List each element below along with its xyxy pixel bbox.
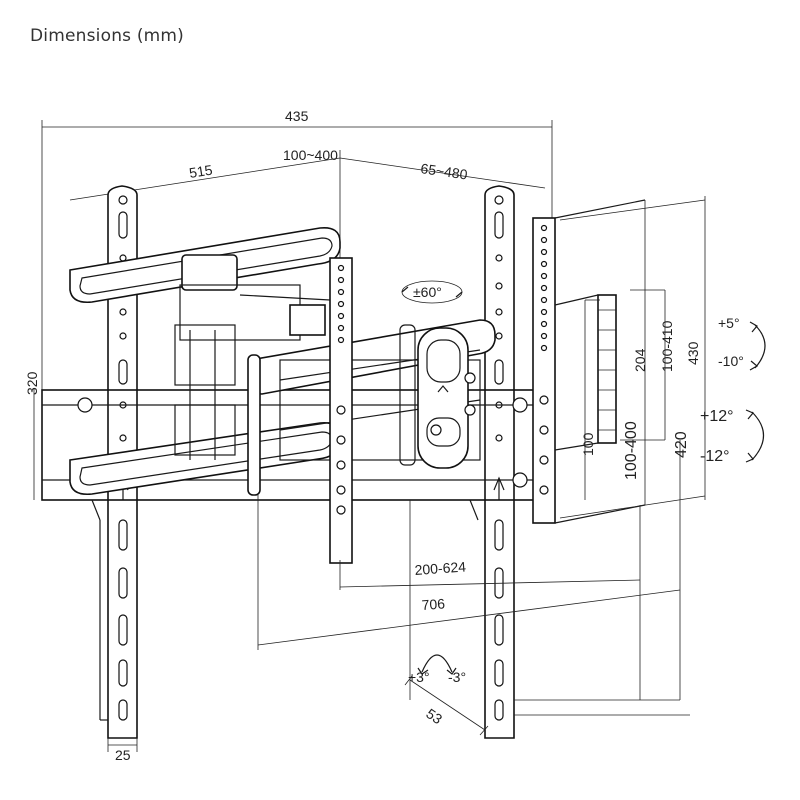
- label-rotation-plus: +12°: [700, 408, 734, 425]
- upper-arm-bar: [69, 226, 341, 341]
- dimension-extension: 200-624 706: [257, 495, 681, 700]
- vesa-strip-left: [329, 257, 353, 564]
- label-vesa-top: 100~400: [283, 147, 338, 163]
- vesa-strip-right: [532, 217, 556, 524]
- label-rotation-minus: -12°: [700, 448, 730, 465]
- label-left-arm-reach: 515: [188, 161, 214, 180]
- label-overall-width: 435: [285, 108, 309, 124]
- label-level-plus: +3°: [408, 669, 430, 685]
- label-tilt-down: -10°: [718, 353, 744, 369]
- label-420: 420: [673, 431, 690, 458]
- label-100: 100: [580, 432, 596, 456]
- right-wall-rail: [484, 185, 515, 739]
- dimension-right-side: 430 100-410 204 420 100-400 100: [514, 196, 706, 716]
- label-height-430: 430: [685, 341, 701, 365]
- label-extension-200-624: 200-624: [414, 558, 467, 578]
- label-depth-25: 25: [115, 747, 131, 763]
- side-view-bracket: [554, 199, 706, 524]
- label-extension-706: 706: [421, 595, 446, 613]
- level-indicator: +3° -3°: [408, 654, 466, 685]
- rotation-indicator: +12° -12°: [700, 408, 765, 465]
- label-right-arm-reach: 65~480: [420, 160, 469, 182]
- label-depth-53: 53: [423, 705, 445, 727]
- label-plate-height: 320: [24, 371, 40, 395]
- label-tilt-up: +5°: [718, 315, 740, 331]
- swivel-plate: [399, 324, 476, 469]
- label-range-100-410: 100-410: [659, 320, 675, 372]
- label-204: 204: [632, 348, 648, 372]
- label-vesa-100-400: 100-400: [623, 421, 640, 480]
- dimension-depth: 53 25: [107, 675, 489, 763]
- tilt-indicator: +5° -10°: [718, 315, 766, 371]
- page-title: Dimensions (mm): [30, 26, 185, 46]
- swivel-indicator: ±60°: [401, 280, 463, 304]
- label-swivel: ±60°: [413, 284, 442, 300]
- dimension-arm-reach: 515 100~400 65~480: [69, 147, 546, 260]
- label-level-minus: -3°: [448, 669, 466, 685]
